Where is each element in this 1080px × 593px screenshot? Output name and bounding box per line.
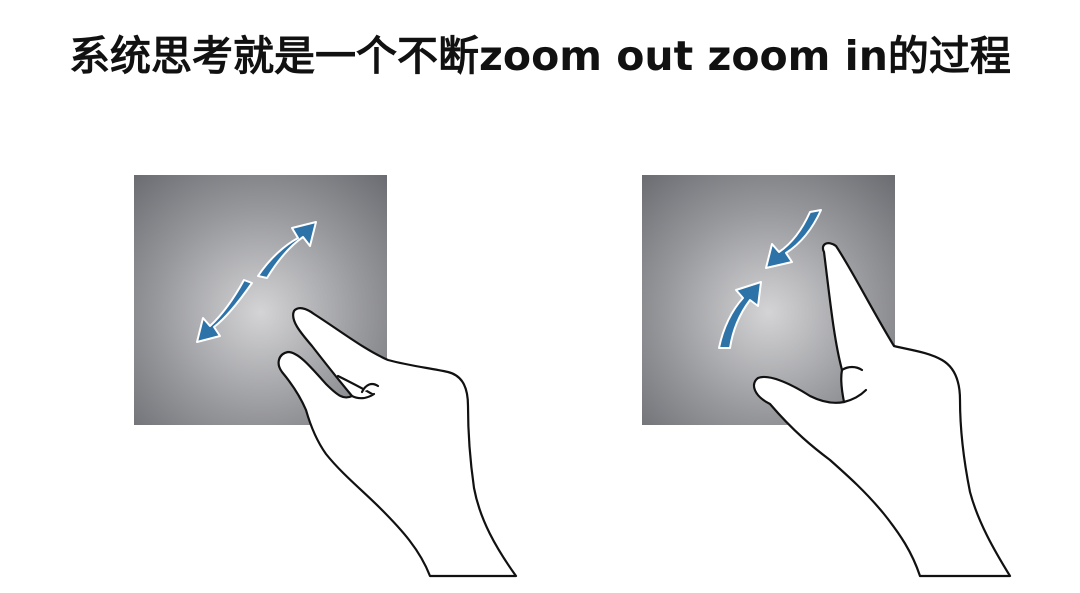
arrow-down-left-icon (765, 209, 822, 269)
page-title: 系统思考就是一个不断zoom out zoom in的过程 (69, 32, 1011, 80)
spread-gesture-illustration (130, 170, 530, 580)
hand-icon (752, 242, 1012, 578)
arrow-up-right-icon (718, 281, 762, 349)
arrow-up-right-icon (257, 221, 317, 279)
pinch-gesture-illustration (638, 170, 1038, 580)
hand-icon (277, 307, 518, 578)
arrow-down-left-icon (196, 279, 253, 343)
